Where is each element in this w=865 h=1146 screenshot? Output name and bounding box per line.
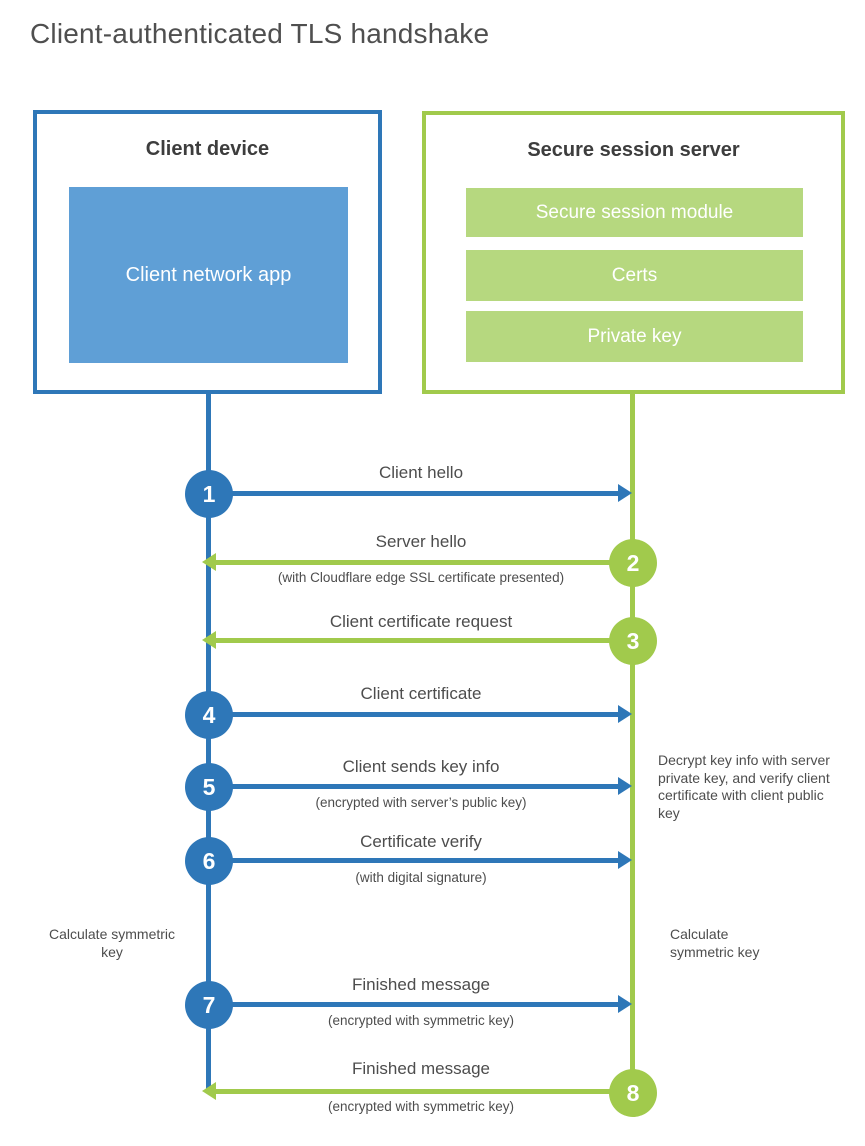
step-4-label: Client certificate (360, 684, 482, 703)
step-8-sublabel: (encrypted with symmetric key) (327, 1099, 515, 1114)
step-5-label: Client sends key info (342, 757, 500, 776)
step-2-sublabel: (with Cloudflare edge SSL certificate pr… (277, 570, 565, 585)
step-4-marker: 4 (185, 691, 233, 739)
secure-session-server-title: Secure session server (527, 139, 740, 161)
step-3-label: Client certificate request (329, 612, 513, 631)
step-6-sublabel: (with digital signature) (355, 870, 487, 885)
step-5-marker: 5 (185, 763, 233, 811)
step-5-sublabel: (encrypted with server’s public key) (315, 795, 527, 810)
server-lifeline (630, 394, 635, 1093)
step-5-arrow-right-icon (209, 777, 632, 795)
step-3-arrow-left-icon (202, 631, 633, 649)
step-7-sublabel: (encrypted with symmetric key) (327, 1013, 515, 1028)
calculate-symmetric-key-left-note: Calculate symmetric key (48, 926, 176, 960)
step-3-marker: 3 (609, 617, 657, 665)
client-network-app-label: Client network app (125, 263, 292, 286)
step-6-arrow-right-icon (209, 851, 632, 869)
server-module-private-key: Private key (466, 311, 803, 362)
client-device-box: Client device Client network app (33, 110, 382, 394)
step-2-label: Server hello (375, 532, 467, 551)
step-2-arrow-left-icon (202, 553, 633, 571)
server-module-secure-session: Secure session module (466, 188, 803, 237)
step-7-marker: 7 (185, 981, 233, 1029)
step-4-arrow-right-icon (209, 705, 632, 723)
step-2-marker: 2 (609, 539, 657, 587)
step-6-label: Certificate verify (360, 832, 482, 851)
step-6-marker: 6 (185, 837, 233, 885)
secure-session-server-box: Secure session server Secure session mod… (422, 111, 845, 394)
decrypt-key-note: Decrypt key info with server private key… (658, 752, 830, 821)
step-8-marker: 8 (609, 1069, 657, 1117)
client-lifeline (206, 394, 211, 1092)
step-8-label: Finished message (352, 1059, 490, 1078)
server-module-certs: Certs (466, 250, 803, 301)
step-1-marker: 1 (185, 470, 233, 518)
calculate-symmetric-key-right-note: Calculate symmetric key (670, 926, 760, 960)
client-network-app-box: Client network app (69, 187, 348, 363)
step-7-arrow-right-icon (209, 995, 632, 1013)
client-device-title: Client device (145, 138, 270, 160)
step-8-arrow-left-icon (202, 1082, 633, 1100)
step-1-arrow-right-icon (209, 484, 632, 502)
step-7-label: Finished message (352, 975, 490, 994)
step-1-label: Client hello (378, 463, 464, 482)
page-title: Client-authenticated TLS handshake (30, 18, 490, 49)
